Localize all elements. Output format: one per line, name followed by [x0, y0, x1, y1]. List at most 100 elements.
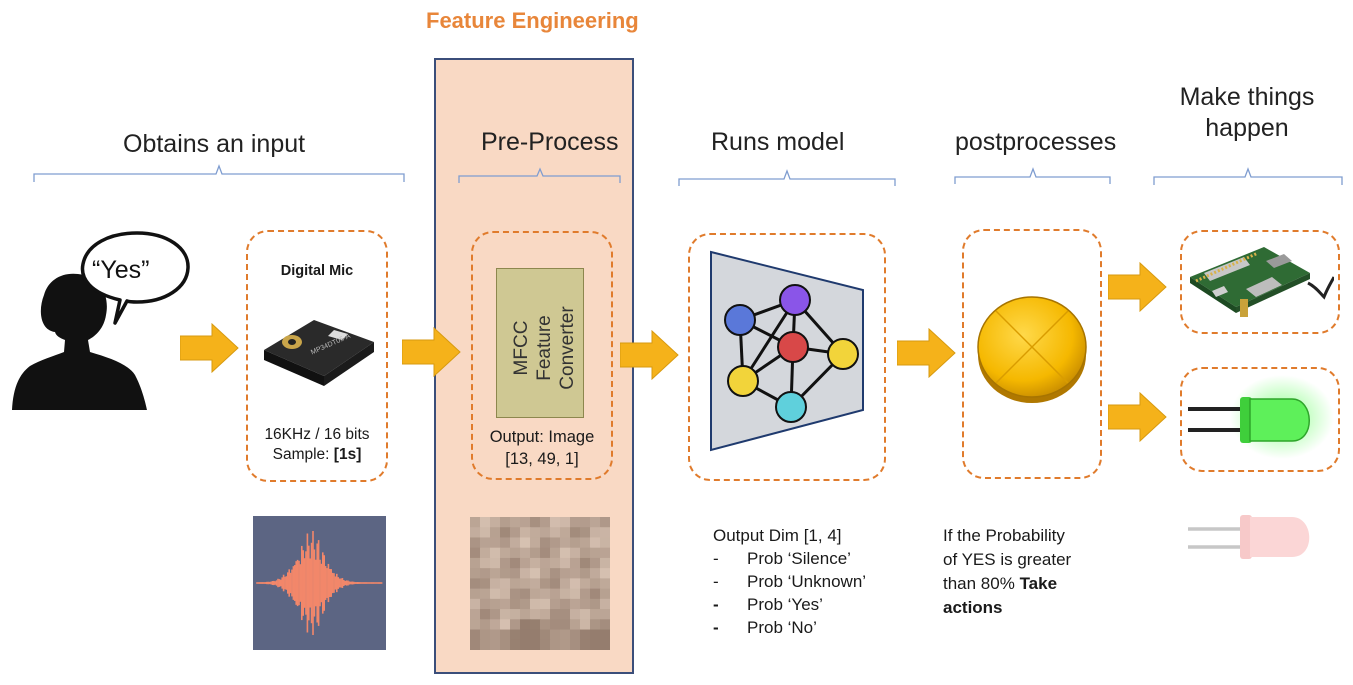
spectrogram-cell: [550, 517, 561, 528]
spectrogram-cell: [580, 619, 591, 631]
spectrogram-cell: [530, 639, 541, 650]
spectrogram-cell: [470, 537, 481, 549]
spectrogram-cell: [600, 619, 610, 631]
postprocess-note-line2: of YES is greater: [943, 550, 1072, 569]
spectrogram-cell: [490, 527, 501, 538]
spectrogram-cell: [550, 609, 561, 620]
spectrogram-cell: [590, 639, 601, 650]
spectrogram-cell: [490, 547, 501, 559]
spectrogram-cell: [550, 537, 561, 549]
spectrogram-cell: [540, 547, 551, 559]
arrow-right-3: [620, 330, 679, 380]
model-output-item: -Prob ‘Unknown’: [713, 572, 867, 591]
green-led-box: [1180, 367, 1340, 472]
person-icon: [12, 273, 147, 410]
spectrogram-cell: [590, 578, 601, 590]
spectrogram-cell: [600, 547, 610, 559]
spectrogram-cell: [550, 639, 561, 650]
spectrogram-cell: [500, 537, 511, 549]
spectrogram-cell: [470, 629, 481, 641]
spectrogram-cell: [470, 639, 481, 650]
spectrogram-cell: [600, 588, 610, 600]
model-box: [688, 233, 886, 481]
spectrogram-cell: [490, 639, 501, 650]
spectrogram-cell: [590, 547, 601, 559]
speech-bubble-icon: [80, 231, 190, 325]
spectrogram-cell: [480, 629, 491, 641]
spectrogram-cell: [550, 547, 561, 559]
spectrogram-cell: [490, 629, 501, 641]
spectrogram-cell: [590, 568, 601, 579]
spectrogram-cell: [470, 578, 481, 590]
spectrogram-cell: [580, 588, 591, 600]
spectrogram-cell: [490, 517, 501, 528]
spectrogram-cell: [500, 598, 511, 610]
spectrogram-cell: [550, 578, 561, 590]
spectrogram-cell: [480, 588, 491, 600]
spectrogram-cell: [550, 588, 561, 600]
spectrogram-cell: [500, 568, 511, 579]
model-output-note: Output Dim [1, 4] -Prob ‘Silence’ -Prob …: [713, 524, 866, 639]
spectrogram-cell: [570, 609, 581, 620]
spectrogram-cell: [490, 557, 501, 569]
mic-spec-sample: Sample: [1s]: [246, 446, 388, 464]
arrow-right-1: [180, 323, 239, 373]
spectrogram-cell: [510, 527, 521, 538]
spectrogram-cell: [540, 537, 551, 549]
spectrogram-cell: [470, 609, 481, 620]
spectrogram-cell: [540, 568, 551, 579]
spectrogram-cell: [590, 557, 601, 569]
spectrogram-cell: [490, 619, 501, 631]
model-output-item: -Prob ‘Silence’: [713, 549, 851, 568]
spectrogram-cell: [560, 517, 571, 528]
spectrogram-cell: [470, 619, 481, 631]
spectrogram-cell: [490, 578, 501, 590]
spectrogram-cell: [580, 517, 591, 528]
feature-engineering-title: Feature Engineering: [426, 8, 639, 33]
postprocess-box: [962, 229, 1102, 479]
spectrogram-cell: [480, 598, 491, 610]
spectrogram-cell: [510, 568, 521, 579]
spectrogram-cell: [530, 517, 541, 528]
spectrogram-cell: [600, 598, 610, 610]
spectrogram-cell: [510, 619, 521, 631]
spectrogram-cell: [590, 619, 601, 631]
spectrogram-cell: [590, 537, 601, 549]
spectrogram-cell: [600, 578, 610, 590]
spectrogram-cell: [470, 598, 481, 610]
spectrogram-cell: [600, 517, 610, 528]
spectrogram-cell: [600, 639, 610, 650]
spectrogram-cell: [470, 517, 481, 528]
spectrogram-cell: [580, 527, 591, 538]
neural-network-icon: [710, 250, 864, 452]
spectrogram-cell: [520, 537, 531, 549]
spectrogram-cell: [560, 557, 571, 569]
spectrogram-cell: [590, 609, 601, 620]
spectrogram-cell: [490, 609, 501, 620]
brace-input: [33, 164, 1343, 186]
spectrogram-cell: [530, 588, 541, 600]
spectrogram-cell: [520, 547, 531, 559]
spectrogram-cell: [500, 578, 511, 590]
mic-spec-sample-prefix: Sample:: [272, 446, 334, 463]
mfcc-box: [471, 231, 613, 480]
spectrogram-cell: [570, 619, 581, 631]
model-output-item: -Prob ‘No’: [713, 618, 817, 637]
spectrogram-cell: [500, 527, 511, 538]
spectrogram-cell: [510, 609, 521, 620]
spectrogram-cell: [580, 639, 591, 650]
stage-title-input: Obtains an input: [123, 130, 306, 158]
spectrogram-cell: [520, 598, 531, 610]
spectrogram-cell: [540, 517, 551, 528]
spectrogram-cell: [510, 547, 521, 559]
spectrogram-cell: [580, 598, 591, 610]
spectrogram-cell: [500, 639, 511, 650]
spectrogram-cell: [480, 609, 491, 620]
spectrogram-cell: [540, 588, 551, 600]
spectrogram-cell: [600, 609, 610, 620]
spectrogram-cell: [510, 639, 521, 650]
mfcc-converter-text: MFCC Feature Converter: [511, 306, 578, 390]
spectrogram-cell: [550, 629, 561, 641]
spectrogram-cell: [550, 527, 561, 538]
mic-spec-sample-value: [1s]: [333, 446, 362, 463]
